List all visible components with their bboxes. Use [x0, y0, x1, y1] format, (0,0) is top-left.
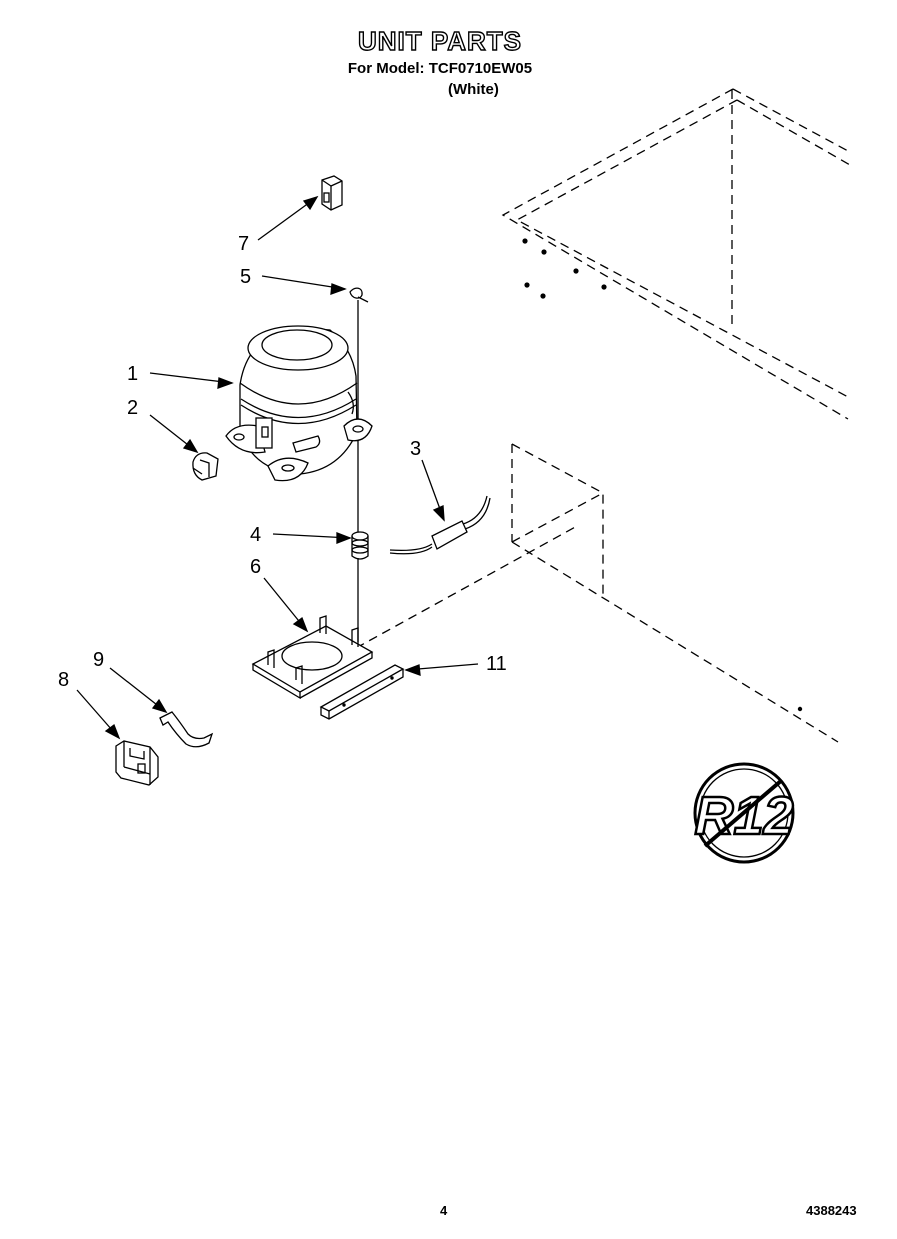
callout-6: 6: [250, 556, 261, 578]
callout-2: 2: [127, 397, 138, 419]
callout-1: 1: [127, 363, 138, 385]
cabinet-outline-lower: [355, 443, 839, 743]
model-variant: (White): [448, 81, 499, 98]
part-9-wire-clip: [159, 711, 214, 748]
leader-lines: [76, 195, 479, 740]
part-11-bracket: [319, 664, 405, 720]
part-8-clip: [115, 740, 159, 786]
page-number: 4: [440, 1203, 448, 1218]
callout-3: 3: [410, 438, 421, 460]
callout-11: 11: [486, 653, 507, 675]
part-6-mounting-plate: [251, 615, 374, 700]
cabinet-outline-upper: [501, 88, 851, 420]
model-line: For Model: TCF0710EW05: [347, 60, 533, 77]
callout-8: 8: [58, 669, 69, 691]
doc-number: 4388243: [806, 1203, 857, 1218]
callout-4: 4: [250, 524, 261, 546]
cabinet-holes: [522, 238, 607, 299]
no-r12-badge: R12: [693, 762, 795, 864]
page-title: UNIT PARTS: [357, 25, 523, 56]
part-3-heater-wire: [389, 495, 491, 555]
callout-labels: 7 5 1 2 3 4 6 9 8 11: [58, 233, 507, 691]
part-7-relay: [321, 175, 343, 211]
badge-text: R12: [694, 786, 793, 846]
callout-7: 7: [238, 233, 249, 255]
part-1-compressor: [225, 325, 373, 482]
callout-5: 5: [240, 266, 251, 288]
part-4-grommet: [351, 531, 369, 642]
callout-9: 9: [93, 649, 104, 671]
part-2-cover: [192, 452, 219, 481]
